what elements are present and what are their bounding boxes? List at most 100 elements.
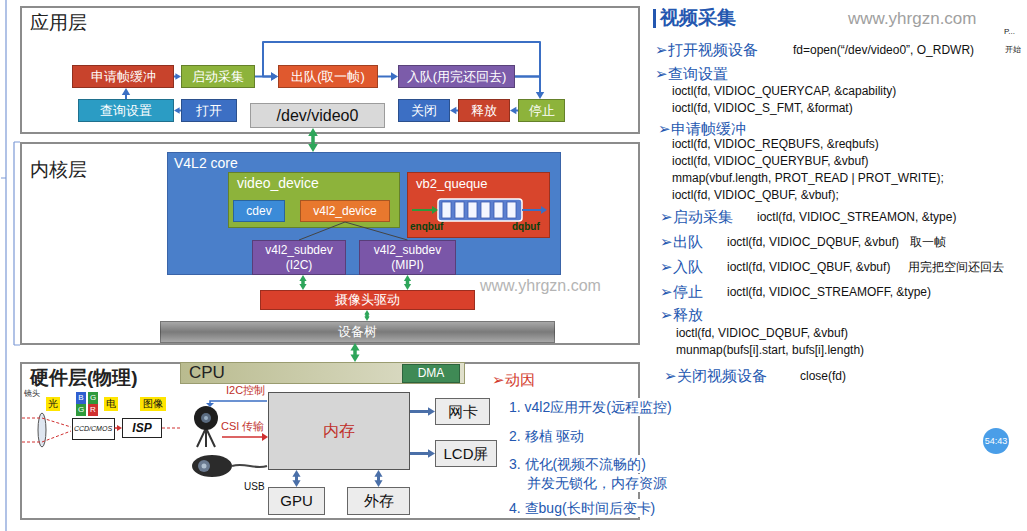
label-holder: CSI 传输	[221, 419, 264, 433]
step-heading: ➢查询设置	[655, 64, 728, 83]
arrowhead	[292, 480, 300, 487]
step-heading: ➢启动采集	[660, 207, 733, 226]
step-heading: ➢申请帧缓冲	[658, 119, 746, 138]
code-line: munmap(bufs[i].start, bufs[i].length)	[676, 343, 864, 358]
label-holder: ➢动因	[490, 370, 537, 389]
box-label: 外存	[364, 492, 394, 510]
code-note: 用完把空间还回去	[908, 260, 1004, 275]
box-label: 内存	[323, 421, 355, 440]
label-holder: 3. 优化(视频不流畅的)	[507, 455, 648, 473]
connector-line	[174, 76, 177, 78]
connector	[510, 107, 518, 115]
box-label: LCD屏	[443, 445, 488, 463]
connector	[308, 128, 318, 152]
stage-tag: 电	[104, 397, 118, 411]
code-line: ioctl(fd, VIDIOC_STREAMON, &type)	[757, 210, 956, 225]
arrowhead	[292, 470, 300, 477]
step-heading: ➢停止	[660, 282, 703, 301]
box-label: DMA	[418, 366, 445, 380]
code-line: ioctl(fd, VIDIOC_QUERYCAP, &capability)	[672, 84, 896, 99]
connector	[450, 107, 458, 115]
subdev-box: v4l2_subdev (I2C)	[252, 240, 346, 275]
connector	[174, 107, 181, 114]
box-label: v4l2_subdev (I2C)	[257, 243, 341, 272]
code-line: close(fd)	[800, 369, 846, 384]
connector	[350, 343, 359, 362]
connector	[378, 72, 398, 80]
box-label: 查询设置	[100, 103, 152, 119]
label-holder: ioctl(fd, VIDIOC_DQBUF, &vbuf)	[676, 326, 848, 341]
box-title: vb2_queque	[416, 176, 488, 192]
label-holder: USB	[244, 480, 265, 493]
code-line: ioctl(fd, VIDIOC_DQBUF, &vbuf)	[727, 235, 899, 250]
arrowhead	[175, 73, 181, 80]
device-file-box: /dev/video0	[250, 103, 385, 128]
box-label: G	[78, 405, 84, 415]
process-box: 查询设置	[78, 99, 174, 122]
label-holder: mmap(vbuf.length, PROT_READ | PROT_WRITE…	[672, 171, 944, 186]
process-box: 关闭	[398, 99, 450, 122]
arrowhead	[364, 310, 369, 314]
box-label: 关闭	[411, 103, 437, 119]
csi-transfer-arrow	[222, 433, 268, 441]
label-holder: ioctl(fd, VIDIOC_STREAMON, &type)	[757, 210, 956, 225]
connector-line	[255, 76, 272, 78]
box-text: enqbuf	[410, 221, 443, 233]
watermark: www.yhrgzn.com	[848, 8, 976, 29]
box-label: R	[90, 405, 96, 415]
label-holder: ➢出队	[660, 232, 703, 251]
connector-line	[410, 452, 429, 455]
process-box: 入队(用完还回去)	[398, 65, 515, 88]
box-title: 硬件层(物理)	[30, 366, 138, 390]
box-label: CCD/CMOS	[74, 425, 112, 433]
device-box: GPU	[268, 487, 325, 515]
step-heading: ➢关闭视频设备	[664, 366, 767, 385]
label-holder: ➢释放	[660, 305, 703, 324]
connector	[410, 449, 435, 457]
box-label: 启动采集	[192, 69, 244, 85]
title: 视频采集	[660, 6, 736, 30]
title-holder: 视频采集	[660, 6, 736, 30]
box-label: 入队(用完还回去)	[407, 69, 507, 85]
box-title: 内核层	[30, 158, 87, 182]
cpu-bar: CPUDMA	[180, 362, 465, 384]
arrowhead	[271, 72, 278, 80]
connector-line	[515, 110, 518, 112]
component-box: cdev	[233, 200, 285, 222]
code-line: ioctl(fd, VIDIOC_QBUF, &vbuf);	[672, 188, 839, 203]
process-box: 打开	[181, 99, 237, 122]
connector	[374, 470, 382, 487]
box-label: v4l2_subdev (MIPI)	[364, 243, 451, 272]
component-box: v4l2_device	[300, 200, 390, 222]
box-label: 释放	[471, 103, 497, 119]
arrowhead	[299, 284, 306, 290]
label-holder: 开始	[1005, 45, 1021, 55]
connector-line	[515, 77, 540, 94]
box-label: B	[78, 393, 83, 403]
connector	[364, 310, 369, 321]
driver-box: 摄像头驱动	[260, 290, 475, 310]
connector-line	[378, 76, 392, 78]
title-bar	[653, 9, 656, 28]
connector	[404, 275, 411, 290]
connector	[122, 88, 130, 99]
motive-item: 1. v4l2应用开发(远程监控)	[507, 398, 674, 416]
label-holder: www.yhrgzn.com	[848, 8, 976, 29]
arrowhead	[450, 107, 456, 115]
subdev-box: v4l2_subdev (MIPI)	[359, 240, 456, 275]
box-label: 停止	[529, 103, 555, 119]
connector-line	[179, 110, 182, 112]
label-holder: 4. 查bug(长时间后变卡)	[507, 499, 657, 517]
section-heading: ➢动因	[490, 370, 537, 389]
connector-line	[455, 110, 458, 112]
connector	[299, 222, 345, 240]
label-holder: I2C控制	[226, 383, 265, 397]
connector-line	[125, 94, 127, 99]
step-heading: ➢打开视频设备	[655, 40, 758, 59]
connector	[292, 470, 300, 487]
part-label: 镜头	[24, 389, 40, 399]
label-holder: 镜头	[24, 389, 40, 399]
arrowhead	[404, 284, 411, 290]
component-box: video_devicecdevv4l2_device	[228, 172, 400, 228]
device-tree-bar: 设备树	[160, 321, 555, 343]
